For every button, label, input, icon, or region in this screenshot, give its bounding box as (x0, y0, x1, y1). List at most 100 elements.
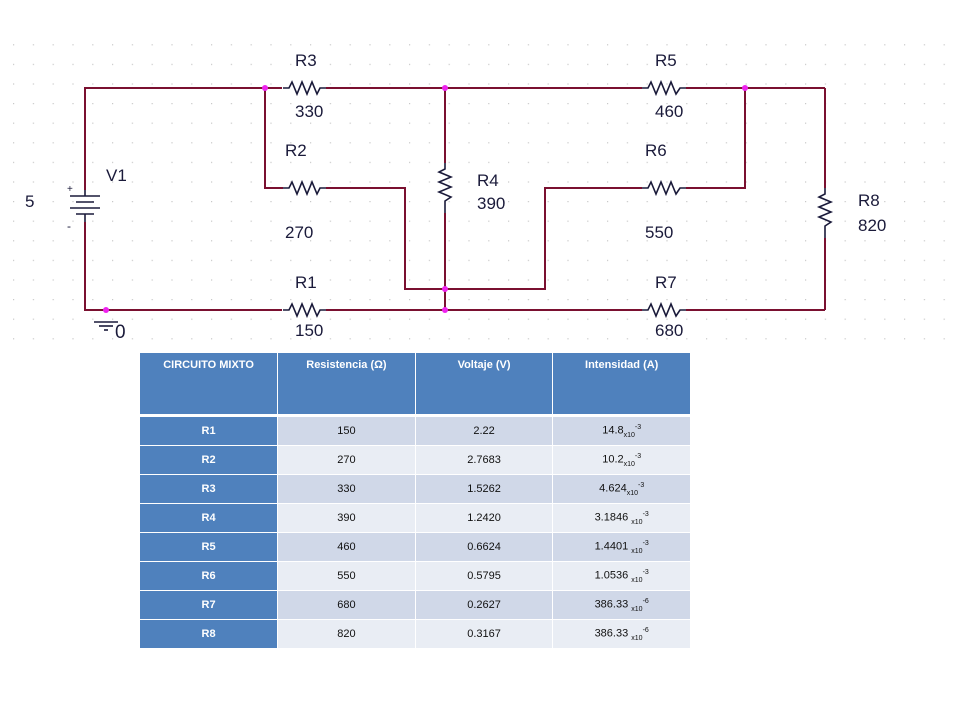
row-resistor-name: R2 (140, 445, 279, 475)
source-name: V1 (106, 166, 127, 185)
current-exponent: -3 (634, 423, 642, 431)
r3-name-label: R3 (295, 51, 317, 70)
current-mantissa: 386.33 (594, 627, 629, 640)
header-voltaje: Voltaje (V) (415, 353, 554, 417)
ground-node-label: 0 (115, 322, 126, 343)
grid-background (0, 40, 960, 352)
current-mantissa: 10.2 (602, 453, 624, 466)
battery-minus-sign: - (67, 219, 71, 233)
current-exponent: -3 (637, 481, 645, 489)
r8-name-label: R8 (858, 191, 880, 210)
current-exponent: -3 (642, 568, 649, 576)
current-mantissa: 4.624 (599, 482, 627, 495)
current-exponent: -3 (642, 510, 649, 518)
current-mantissa: 14.8 (602, 424, 624, 437)
row-voltage: 0.2627 (415, 590, 554, 620)
row-voltage: 1.2420 (415, 503, 554, 533)
row-resistor-name: R4 (140, 503, 279, 533)
r4-name-label: R4 (477, 171, 499, 190)
resistor-r1-symbol[interactable] (283, 301, 326, 319)
table-row: R2 270 2.7683 10.2x10-3 (140, 445, 691, 475)
current-multiplier: x10 (631, 576, 643, 584)
resistor-r6-symbol[interactable] (642, 179, 686, 197)
r6-name-label: R6 (645, 141, 667, 160)
r1-name-label: R1 (295, 273, 317, 292)
row-resistance: 390 (277, 503, 416, 533)
row-current: 4.624x10-3 (552, 474, 691, 504)
results-table: CIRCUITO MIXTO Resistencia (Ω) Voltaje (… (140, 353, 691, 649)
header-circuito-mixto: CIRCUITO MIXTO (140, 353, 279, 417)
row-voltage: 2.22 (415, 415, 554, 446)
circuit-schematic: + - 5 V1 0 R3 330 R5 460 R2 270 R6 550 R… (0, 40, 960, 352)
row-current: 386.33 x10-6 (552, 619, 691, 649)
row-resistance: 150 (277, 415, 416, 446)
table-row: R5 460 0.6624 1.4401 x10-3 (140, 532, 691, 562)
row-resistor-name: R5 (140, 532, 279, 562)
r1-value-label: 150 (295, 321, 323, 340)
resistor-r4-symbol[interactable] (436, 163, 454, 213)
r2-value-label: 270 (285, 223, 313, 242)
ground-icon (94, 321, 118, 331)
row-voltage: 2.7683 (415, 445, 554, 475)
current-multiplier: x10 (623, 431, 635, 439)
current-mantissa: 1.4401 (594, 540, 629, 553)
r8-value-label: 820 (858, 216, 886, 235)
r7-name-label: R7 (655, 273, 677, 292)
source-voltage-value: 5 (25, 192, 34, 211)
row-resistor-name: R1 (140, 415, 279, 446)
battery-plus-sign: + (67, 184, 73, 195)
row-current: 386.33 x10-6 (552, 590, 691, 620)
row-voltage: 0.3167 (415, 619, 554, 649)
row-current: 14.8x10-3 (552, 415, 691, 446)
row-resistor-name: R8 (140, 619, 279, 649)
table-header-row: CIRCUITO MIXTO Resistencia (Ω) Voltaje (… (140, 353, 691, 417)
current-mantissa: 386.33 (594, 598, 629, 611)
table-row: R7 680 0.2627 386.33 x10-6 (140, 590, 691, 620)
circuit-nodes (103, 85, 748, 313)
table-row: R4 390 1.2420 3.1846 x10-3 (140, 503, 691, 533)
row-current: 1.0536 x10-3 (552, 561, 691, 591)
current-multiplier: x10 (631, 634, 643, 642)
current-exponent: -3 (634, 452, 642, 460)
current-multiplier: x10 (626, 489, 638, 497)
current-multiplier: x10 (631, 547, 643, 555)
row-resistance: 820 (277, 619, 416, 649)
current-mantissa: 3.1846 (594, 511, 629, 524)
row-voltage: 0.6624 (415, 532, 554, 562)
r2-name-label: R2 (285, 141, 307, 160)
resistor-r7-symbol[interactable] (642, 301, 686, 319)
table-row: R6 550 0.5795 1.0536 x10-3 (140, 561, 691, 591)
row-resistor-name: R7 (140, 590, 279, 620)
table-row: R1 150 2.22 14.8x10-3 (140, 415, 691, 446)
header-resistencia: Resistencia (Ω) (277, 353, 416, 417)
current-multiplier: x10 (631, 605, 643, 613)
row-resistance: 330 (277, 474, 416, 504)
row-resistor-name: R3 (140, 474, 279, 504)
row-resistance: 680 (277, 590, 416, 620)
row-resistor-name: R6 (140, 561, 279, 591)
table-row: R3 330 1.5262 4.624x10-3 (140, 474, 691, 504)
current-exponent: -6 (642, 626, 649, 634)
current-multiplier: x10 (631, 518, 643, 526)
row-resistance: 550 (277, 561, 416, 591)
resistor-r8-symbol[interactable] (816, 188, 834, 238)
r4-value-label: 390 (477, 194, 505, 213)
resistor-r2-symbol[interactable] (283, 179, 326, 197)
row-resistance: 460 (277, 532, 416, 562)
wires (84, 87, 826, 311)
row-current: 10.2x10-3 (552, 445, 691, 475)
current-multiplier: x10 (623, 460, 635, 468)
r6-value-label: 550 (645, 223, 673, 242)
resistor-r3-symbol[interactable] (283, 79, 326, 97)
current-exponent: -6 (642, 597, 649, 605)
header-intensidad: Intensidad (A) (552, 353, 691, 417)
row-voltage: 0.5795 (415, 561, 554, 591)
r3-value-label: 330 (295, 102, 323, 121)
row-current: 3.1846 x10-3 (552, 503, 691, 533)
current-exponent: -3 (642, 539, 649, 547)
row-current: 1.4401 x10-3 (552, 532, 691, 562)
r5-name-label: R5 (655, 51, 677, 70)
row-resistance: 270 (277, 445, 416, 475)
battery-symbol[interactable] (70, 190, 100, 222)
resistor-r5-symbol[interactable] (642, 79, 686, 97)
